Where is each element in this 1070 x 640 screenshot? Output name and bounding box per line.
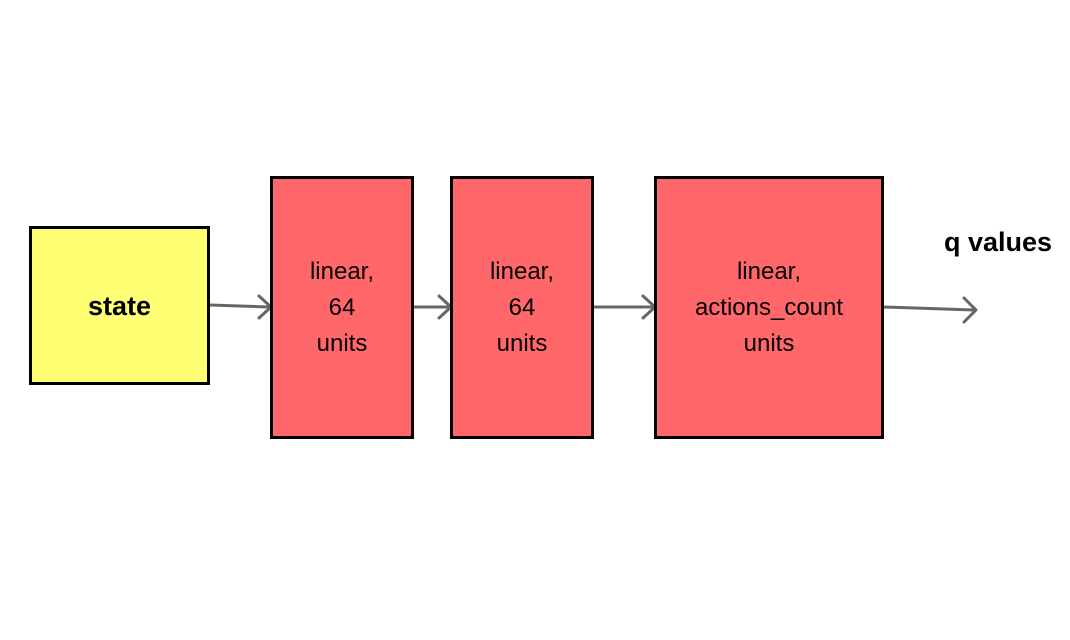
arrow-state-to-layer-1 xyxy=(208,294,273,320)
arrow-head xyxy=(962,296,978,324)
arrow-layer-1-to-layer-2 xyxy=(412,294,453,320)
linear-layer-3-box: linear, actions_count units xyxy=(654,176,884,439)
linear-layer-2-box: linear, 64 units xyxy=(450,176,594,439)
linear-layer-2-label: linear, 64 units xyxy=(489,257,555,357)
output-q-values-label: q values xyxy=(944,227,1053,257)
input-state-box: state xyxy=(29,226,210,385)
linear-layer-3-label: linear, actions_count units xyxy=(694,257,844,357)
arrow-line xyxy=(208,303,271,309)
arrow-layer-3-to-output xyxy=(882,296,978,324)
arrow-line xyxy=(882,305,976,312)
linear-layer-1-label: linear, 64 units xyxy=(309,257,375,357)
input-state-label: state xyxy=(87,290,152,321)
linear-layer-1-box: linear, 64 units xyxy=(270,176,414,439)
arrow-layer-2-to-layer-3 xyxy=(592,294,657,320)
